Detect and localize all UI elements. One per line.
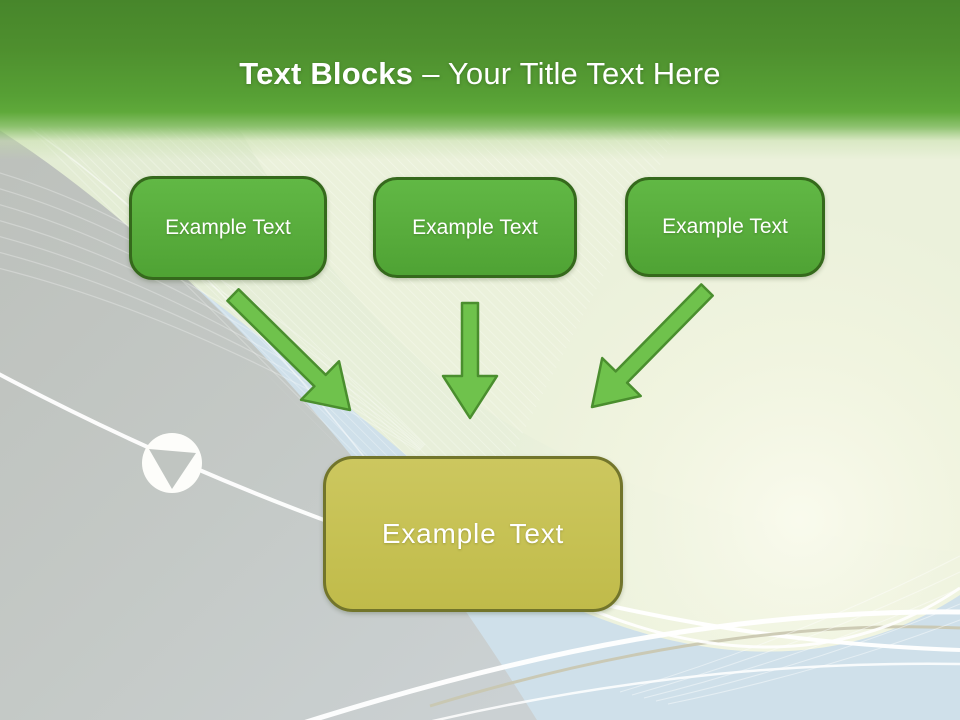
arrow-down-icon [441,301,499,420]
target-block-label: Example Text [381,518,565,549]
text-block-3-label: Example Text [662,215,788,238]
blue-bottom-band [540,592,960,720]
title-rest: – Your Title Text Here [422,56,721,91]
slide-title: Text Blocks– Your Title Text Here [0,0,960,92]
text-block-1: Example Text [129,176,327,280]
circle-triangle-icon [142,433,202,493]
title-emphasis: Text Blocks [239,56,414,91]
text-block-2: Example Text [373,177,577,278]
text-block-1-label: Example Text [165,216,291,239]
target-block: Example Text [323,456,623,612]
text-block-2-label: Example Text [412,215,538,239]
arrow-down-right-icon [226,288,352,412]
title-bar: Text Blocks– Your Title Text Here [0,0,960,160]
arrow-down-left-icon [590,283,714,409]
text-block-3: Example Text [625,177,825,277]
bottom-swoosh-curves [304,555,960,720]
